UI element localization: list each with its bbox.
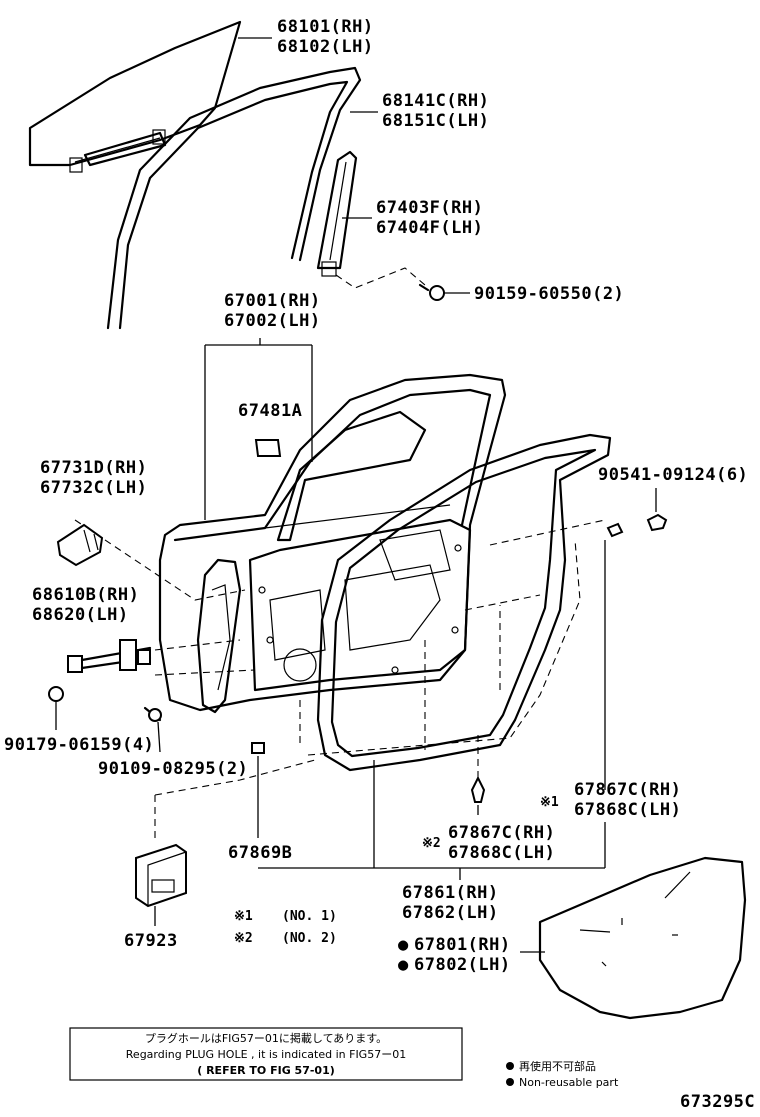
nonreusable-mark-67801: ● bbox=[398, 935, 409, 955]
label-67801: 67801(RH) bbox=[414, 935, 511, 955]
label-67867c-1: 67867C(RH) bbox=[574, 780, 681, 800]
legend-mark-1: ※1 bbox=[234, 909, 253, 924]
ref-mark-1: ※1 bbox=[540, 795, 559, 810]
label-67868c-1: 67868C(LH) bbox=[574, 800, 681, 820]
label-67861: 67861(RH) bbox=[402, 883, 499, 903]
label-67923: 67923 bbox=[124, 931, 178, 951]
hole-plug-67481a-icon bbox=[254, 439, 282, 457]
bolt-90109-icon bbox=[143, 706, 162, 753]
dash-clip-b bbox=[464, 594, 541, 611]
note-box bbox=[69, 1027, 463, 1081]
legend-text-1: (NO. 1) bbox=[282, 909, 337, 924]
weatherstrip-bracket bbox=[258, 760, 606, 880]
dash-clip-a bbox=[489, 519, 606, 546]
control-module-67923-icon bbox=[135, 843, 187, 926]
dash-retainer bbox=[74, 519, 246, 601]
dash-wsp-outline bbox=[307, 539, 581, 756]
nonreusable-dot-en-icon bbox=[506, 1078, 514, 1086]
dash-module bbox=[154, 759, 316, 796]
label-67481a: 67481A bbox=[238, 401, 302, 421]
label-67868c-2: 67868C(LH) bbox=[448, 843, 555, 863]
bolt-90179-icon bbox=[48, 686, 64, 730]
label-67404f: 67404F(LH) bbox=[376, 218, 483, 238]
label-68610b: 68610B(RH) bbox=[32, 585, 139, 605]
figure-code: 673295C bbox=[680, 1092, 755, 1112]
label-67867c-2: 67867C(RH) bbox=[448, 823, 555, 843]
door-weatherstrip bbox=[316, 433, 612, 772]
label-67732c: 67732C(LH) bbox=[40, 478, 147, 498]
label-68620: 68620(LH) bbox=[32, 605, 129, 625]
service-hole-cover bbox=[538, 856, 747, 1020]
door-panel bbox=[158, 373, 507, 714]
clip-67867c-icon bbox=[470, 775, 486, 815]
window-frame-channel bbox=[106, 66, 362, 330]
door-panel-bracket bbox=[204, 338, 313, 520]
label-68102: 68102(LH) bbox=[277, 37, 374, 57]
door-glass bbox=[28, 20, 242, 173]
label-68151c: 68151C(LH) bbox=[382, 111, 489, 131]
label-67403f: 67403F(RH) bbox=[376, 198, 483, 218]
label-90541: 90541-09124(6) bbox=[598, 465, 748, 485]
nonreusable-mark-67802: ● bbox=[398, 955, 409, 975]
label-67001: 67001(RH) bbox=[224, 291, 321, 311]
label-67002: 67002(LH) bbox=[224, 311, 321, 331]
bolt-90159-icon bbox=[418, 283, 470, 301]
legend-mark-2: ※2 bbox=[234, 931, 253, 946]
dash-check-2 bbox=[154, 669, 256, 676]
note-line-3: ( REFER TO FIG 57-01) bbox=[197, 1064, 335, 1077]
label-67802: 67802(LH) bbox=[414, 955, 511, 975]
nonreusable-dot-jp-icon bbox=[506, 1062, 514, 1070]
window-run-strip bbox=[316, 150, 358, 277]
clip-90541-icon bbox=[606, 513, 668, 538]
nonreusable-en: Non-reusable part bbox=[519, 1076, 619, 1089]
label-67869b: 67869B bbox=[228, 843, 292, 863]
nonreusable-jp: 再使用不可部品 bbox=[519, 1059, 596, 1073]
plug-67869b-icon bbox=[251, 742, 265, 838]
label-68101: 68101(RH) bbox=[277, 17, 374, 37]
label-90179: 90179-06159(4) bbox=[4, 735, 154, 755]
dash-check bbox=[154, 639, 241, 651]
label-67731d: 67731D(RH) bbox=[40, 458, 147, 478]
ref-mark-2: ※2 bbox=[422, 836, 441, 851]
label-90159: 90159-60550(2) bbox=[474, 284, 624, 304]
legend-text-2: (NO. 2) bbox=[282, 931, 337, 946]
door-check-68610b-icon bbox=[67, 639, 152, 673]
label-68141c: 68141C(RH) bbox=[382, 91, 489, 111]
note-line-1: プラグホールはFIG57ー01に掲載してあります。 bbox=[145, 1031, 387, 1045]
label-90109: 90109-08295(2) bbox=[98, 759, 248, 779]
retainer-67731d-icon bbox=[56, 523, 104, 567]
note-line-2: Regarding PLUG HOLE , it is indicated in… bbox=[126, 1048, 406, 1061]
label-67862: 67862(LH) bbox=[402, 903, 499, 923]
dash-run-bolt bbox=[335, 267, 426, 289]
